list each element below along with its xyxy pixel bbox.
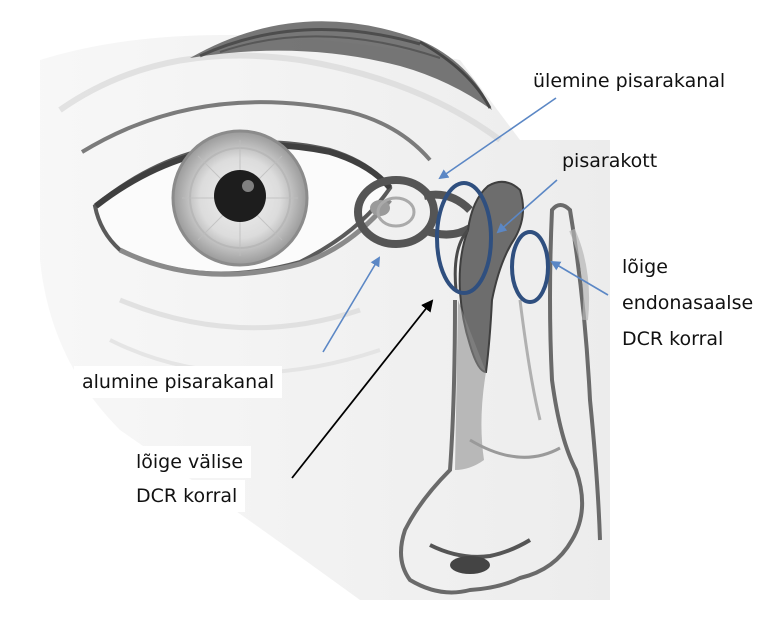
label-upper-canaliculus: ülemine pisarakanal bbox=[533, 67, 725, 95]
label-external-incision-2: DCR korral bbox=[128, 480, 245, 512]
label-external-incision-1: lõige välise bbox=[128, 446, 251, 478]
label-lacrimal-sac: pisarakott bbox=[562, 147, 657, 175]
label-endonasal-incision-3: DCR korral bbox=[622, 325, 723, 353]
label-endonasal-incision-2: endonasaalse bbox=[622, 289, 753, 317]
label-endonasal-incision-1: lõige bbox=[622, 253, 668, 281]
label-lower-canaliculus: alumine pisarakanal bbox=[74, 366, 282, 398]
